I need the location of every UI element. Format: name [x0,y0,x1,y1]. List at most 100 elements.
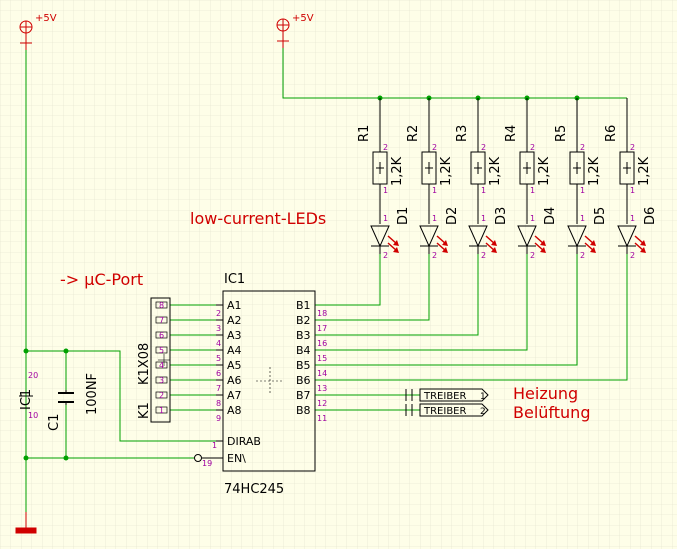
resistor-pin-top: 2 [432,143,437,152]
ic1-name: IC1 [224,272,245,287]
pin-number: 14 [317,369,327,378]
k1-pin-7: 7 [155,316,168,325]
ic1-crosshair [256,367,284,395]
ic1-value: 74HC245 [224,482,284,497]
c1-pin-top: 20 [28,371,38,380]
resistor-name: R2 [406,125,421,142]
junction-dot [63,455,69,461]
pin-name: B6 [296,374,311,387]
resistor-name: R1 [357,125,372,142]
led-triangle [567,225,587,248]
vcc-label-right: +5V [292,13,314,24]
pin-number: 11 [317,414,327,423]
led-pin-top: 1 [481,214,486,223]
k1-pin-box [155,406,168,414]
resistor-pin-bottom: 1 [630,186,635,195]
k1-pin-box [155,331,168,339]
pin-name: A6 [227,374,242,387]
led-arrow-1 [442,240,448,246]
resistor-pin-bottom: 1 [383,186,388,195]
ic1-pin-a6: A67 [216,374,242,393]
led-triangle [617,225,637,248]
led-pin-top: 1 [580,214,585,223]
led-pin-bottom: 2 [383,251,388,260]
ground-symbol [15,512,37,534]
ic1-pin-a8: A89 [216,404,242,423]
k1-pin-2: 2 [155,391,168,400]
c1-ic-ref: IC1 [19,389,34,410]
pin-number: 9 [216,414,221,423]
junction-dot [23,455,29,461]
k1-pin-6: 6 [155,331,168,340]
resistor-group: R11,2K21R21,2K21R31,2K21R41,2K21R51,2K21… [357,98,652,224]
resistor-pin-top: 2 [481,143,486,152]
k1-name: K1 [137,402,152,419]
c1-capacitor [58,390,74,405]
led-arrow-1 [393,240,399,246]
resistor-name: R3 [455,125,470,142]
pin-number: 3 [216,324,221,333]
led-triangle [517,225,537,248]
driver-label: TREIBER [423,391,467,402]
pin-name: B4 [296,344,311,357]
led-triangle [468,225,488,248]
resistor-pin-top: 2 [580,143,585,152]
led-name: D2 [445,207,460,225]
pin-number: 2 [216,309,221,318]
vcc-label-left: +5V [35,13,57,24]
led-arrow-2 [491,247,497,253]
pin-number: 5 [216,354,221,363]
k1-crosshair [158,354,170,366]
leds-note: low-current-LEDs [190,209,326,228]
driver-number: 1 [480,392,486,402]
resistor-name: R4 [504,125,519,142]
resistor-pin-bottom: 1 [432,186,437,195]
driver-1: TREIBER 1 [405,388,489,402]
led-pin-bottom: 2 [630,251,635,260]
led-name: D1 [396,207,411,225]
driver-number: 2 [480,407,486,417]
led-arrow-1 [491,240,497,246]
pin-name: A3 [227,329,242,342]
resistor-value: 1,2K [537,156,552,186]
pin-name: B2 [296,314,311,327]
ic1-pin-a2: A23 [216,314,242,333]
resistor-3: R3 1,2K2 1 [455,98,503,224]
resistor-pin-top: 2 [630,143,635,152]
pin-name: B7 [296,389,311,402]
pin-name: A1 [227,299,242,312]
led-arrow-2 [640,247,646,253]
led-pin-bottom: 2 [481,251,486,260]
led-pin-top: 1 [630,214,635,223]
led-pin-bottom: 2 [580,251,585,260]
resistor-value: 1,2K [587,156,602,186]
led-pin-top: 1 [530,214,535,223]
led-arrow-2 [590,247,596,253]
k1-pin-number: 5 [159,346,164,355]
resistor-value: 1,2K [488,156,503,186]
belueftung-label: Belüftung [513,403,590,422]
k1-pin-box [155,361,168,369]
led-arrow-2 [442,247,448,253]
led-arrow-1 [590,240,596,246]
ic1-dirab-num: 1 [212,441,217,450]
c1-value: 100NF [85,373,100,415]
junction-dot [23,348,29,354]
pin-name: A4 [227,344,242,357]
